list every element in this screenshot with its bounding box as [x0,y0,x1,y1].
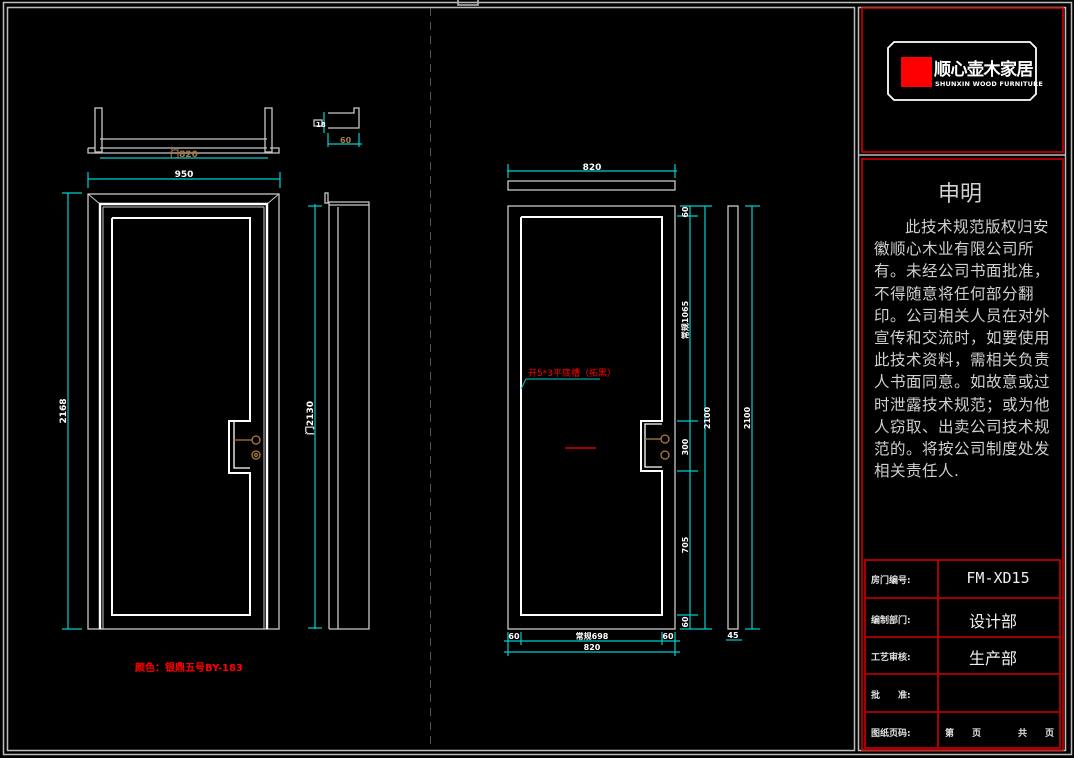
dim-r-top: 60 [681,206,690,218]
logo-name-cn: 顺心壶木家居 [934,60,1034,80]
dim-60: 60 [340,136,352,145]
dim-b-middle: 常规698 [576,631,609,641]
value-page-of: 第 页 [945,729,982,739]
label-review: 工艺审核: [871,653,911,663]
door-elevation-left [87,193,280,630]
declaration-body: 此技术规范版权归安徽顺心木业有限公司所有。未经公司书面批准，不得随意将任何部分翻… [874,218,1051,481]
door-handle-left [233,435,261,460]
dim-r-300: 300 [681,438,690,455]
dim-b-right: 60 [662,632,674,641]
right-dim-chain [677,205,760,630]
label-dept: 编制部门: [871,616,911,626]
logo-red-square [901,57,932,87]
side-section-right [727,205,739,630]
profile-detail [313,107,360,129]
dim-overall-height: 2168 [59,398,69,423]
declaration-title: 申明 [937,182,982,207]
color-note: 颜色：银鼎五号BY-183 [135,661,243,674]
title-block-frames [861,7,1064,751]
dim-b-left: 60 [508,632,520,641]
profile-dims [323,112,362,147]
bottom-dims [504,632,680,656]
dim-overall-width: 950 [175,170,194,180]
label-approve: 批 准: [871,691,911,701]
top-width-dim [507,164,677,178]
side-height-dim [308,204,322,629]
value-door-number: FM-XD15 [966,569,1030,587]
dim-r-bottom: 60 [681,616,690,628]
dim-r-705: 705 [681,536,690,553]
dim-18: 18 [316,121,326,129]
overall-width-dim [62,172,281,630]
label-page: 图纸页码: [871,729,911,739]
company-logo [887,41,1037,101]
value-review: 生产部 [968,649,1017,668]
side-section-left [324,192,370,630]
value-dept: 设计部 [968,612,1017,631]
dim-r-2100: 2100 [703,406,712,429]
dim-r-1065: 常规1065 [680,300,690,339]
dim-side-thickness: 45 [727,631,739,640]
dim-door-height: 门2130 [304,401,316,435]
slot-note: 开5*3平底槽（拓黑） [528,367,616,379]
dim-side-2100: 2100 [743,406,752,429]
dim-b-total: 820 [584,643,601,652]
slot-leader [520,378,600,449]
dim-door-width: 门820 [170,148,198,160]
top-plate [507,180,676,191]
door-elevation-right [507,205,676,630]
value-page-total: 共 页 [1018,729,1055,739]
dim-top-width: 820 [583,163,602,173]
top-section-view [87,107,280,154]
label-door-number: 房门编号: [871,576,911,586]
door-handle-right [645,434,670,460]
logo-name-en: SHUNXIN WOOD FURNITURE [935,80,1043,88]
